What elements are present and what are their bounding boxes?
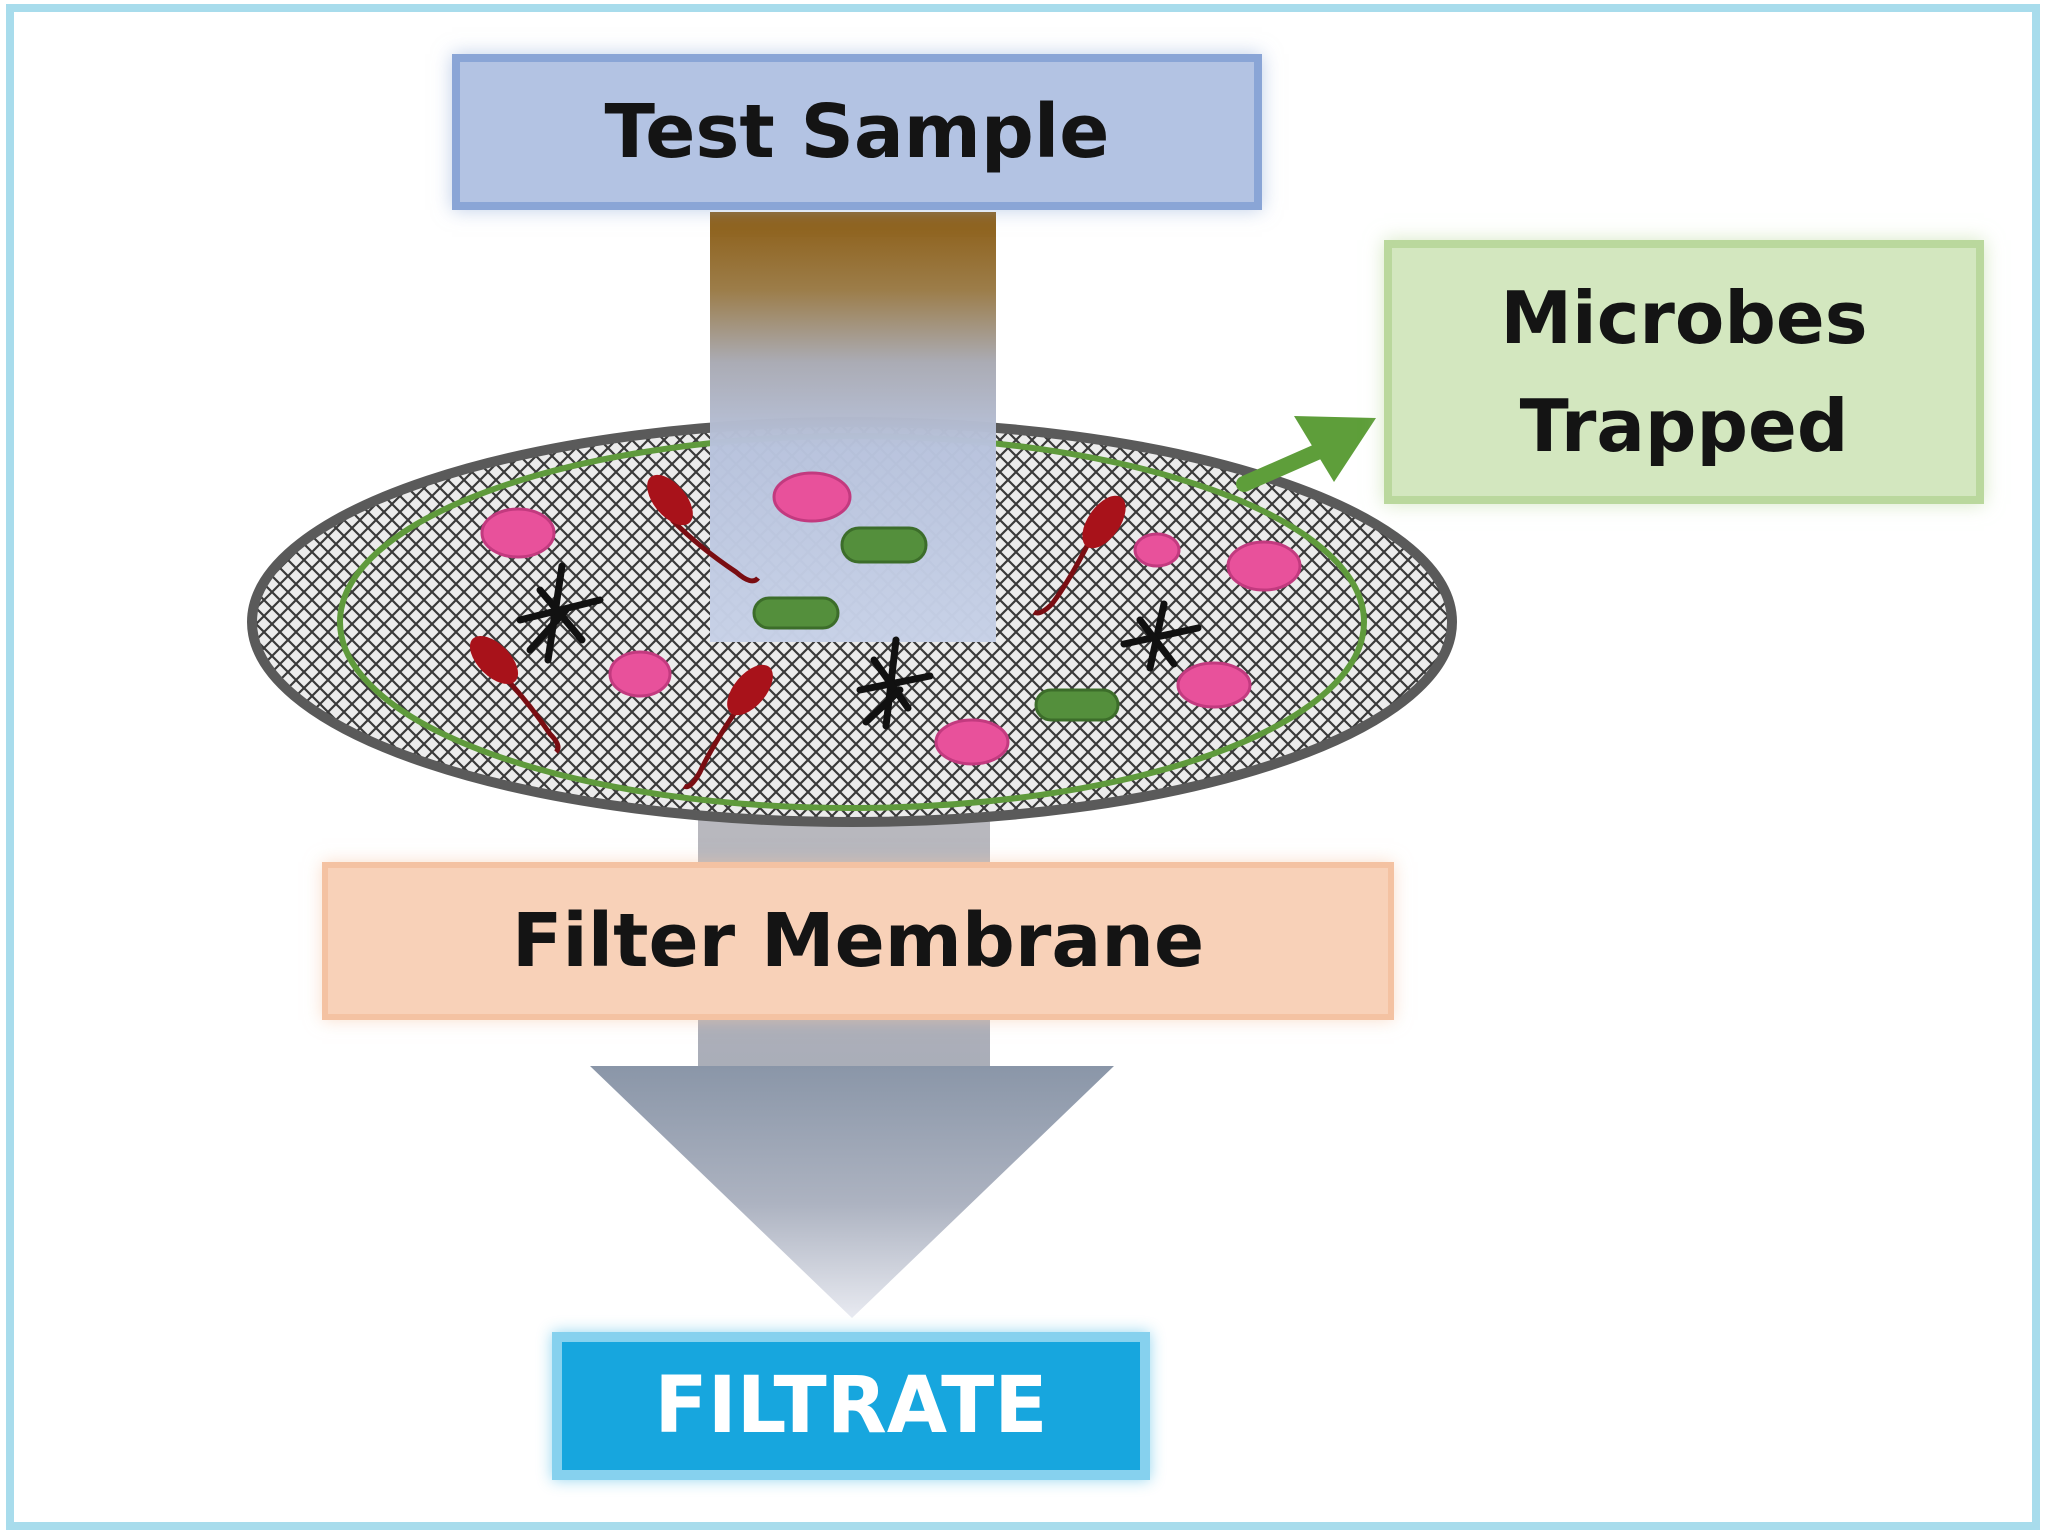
pink-cell bbox=[1176, 661, 1252, 709]
down-arrow-head bbox=[590, 1066, 1114, 1318]
pink-cell bbox=[1226, 540, 1302, 592]
black-hypha bbox=[1120, 600, 1202, 672]
pink-cell bbox=[772, 471, 852, 523]
green-rod bbox=[1034, 688, 1120, 722]
red-flagellate bbox=[647, 474, 760, 584]
microbes-trapped-label-line2: Trapped bbox=[1519, 384, 1849, 468]
red-flagellate bbox=[682, 664, 773, 790]
green-rod bbox=[840, 526, 928, 564]
upper-flow-column bbox=[710, 212, 996, 642]
green-arrow bbox=[1236, 416, 1376, 492]
microbes bbox=[469, 471, 1302, 790]
microbes-trapped-label-line1: Microbes bbox=[1500, 276, 1868, 360]
pink-cell bbox=[608, 650, 672, 698]
filtrate-box: FILTRATE bbox=[552, 1332, 1150, 1480]
red-flagellate bbox=[469, 635, 561, 754]
red-flagellate bbox=[1032, 495, 1126, 616]
pink-cell bbox=[480, 507, 556, 559]
black-hypha bbox=[856, 636, 934, 730]
filter-membrane-box: Filter Membrane bbox=[322, 862, 1394, 1020]
filter-membrane-label: Filter Membrane bbox=[511, 898, 1205, 984]
green-rod bbox=[752, 596, 840, 630]
filtrate-label: FILTRATE bbox=[654, 1361, 1048, 1451]
black-hypha bbox=[516, 562, 604, 664]
pink-cell bbox=[1133, 532, 1181, 568]
pink-cell bbox=[934, 718, 1010, 766]
test-sample-box: Test Sample bbox=[452, 54, 1262, 210]
microbes-trapped-box: Microbes Trapped bbox=[1384, 240, 1984, 504]
test-sample-label: Test Sample bbox=[604, 89, 1110, 175]
